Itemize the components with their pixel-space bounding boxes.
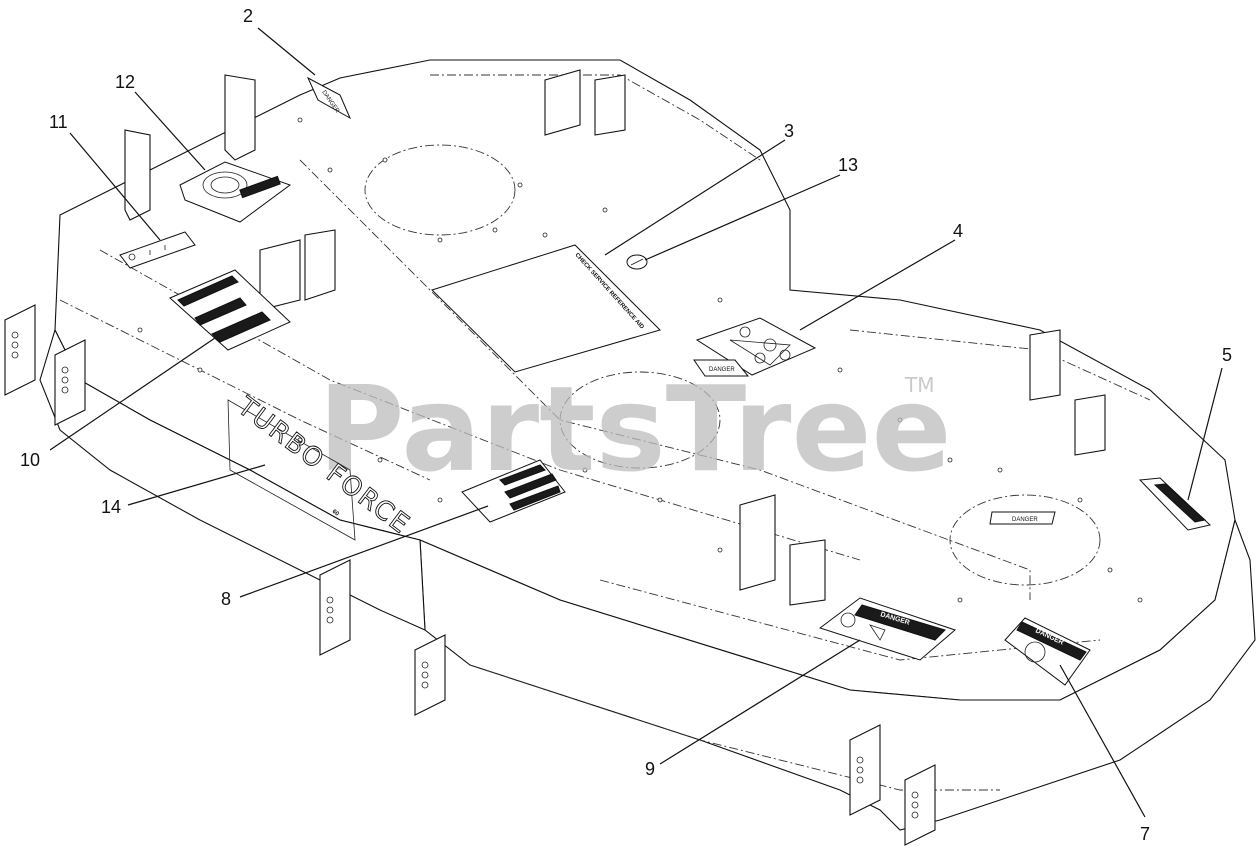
decal-10-instructions xyxy=(169,269,291,351)
callout-3: 3 xyxy=(784,121,794,141)
callout-2: 2 xyxy=(243,6,253,26)
callout-7: 7 xyxy=(1140,824,1150,844)
mower-deck-drawing xyxy=(4,59,1256,846)
callout-8: 8 xyxy=(221,589,231,609)
callout-11: 11 xyxy=(49,112,68,132)
svg-text:DANGER: DANGER xyxy=(709,367,735,373)
watermark-text: PartsTree xyxy=(318,360,952,498)
svg-text:DANGER: DANGER xyxy=(1012,517,1038,523)
watermark-tm: TM xyxy=(904,373,934,397)
decal-9-danger: DANGER xyxy=(818,597,956,661)
decal-4-belt-routing: DANGER xyxy=(693,317,817,377)
decal-5 xyxy=(1138,477,1212,531)
callout-4: 4 xyxy=(953,221,963,241)
deck-skirt-left xyxy=(39,328,426,631)
deck-skirt-front xyxy=(419,518,1256,831)
svg-text:60: 60 xyxy=(331,509,340,518)
callout-13: 13 xyxy=(838,155,858,175)
decal-12-pentagon xyxy=(179,161,292,223)
callout-5: 5 xyxy=(1222,345,1232,365)
callout-leaders xyxy=(49,27,1223,818)
callout-9: 9 xyxy=(645,759,655,779)
decal-3-service-reference: CHECK SERVICE REFERENCE AID xyxy=(431,244,661,373)
decal-mid-danger: DANGER xyxy=(989,511,1056,525)
callout-14: 14 xyxy=(101,497,121,517)
callout-10: 10 xyxy=(20,450,40,470)
decal-13-round xyxy=(626,254,648,270)
callout-12: 12 xyxy=(115,72,135,92)
decal-11-strip xyxy=(119,231,196,269)
